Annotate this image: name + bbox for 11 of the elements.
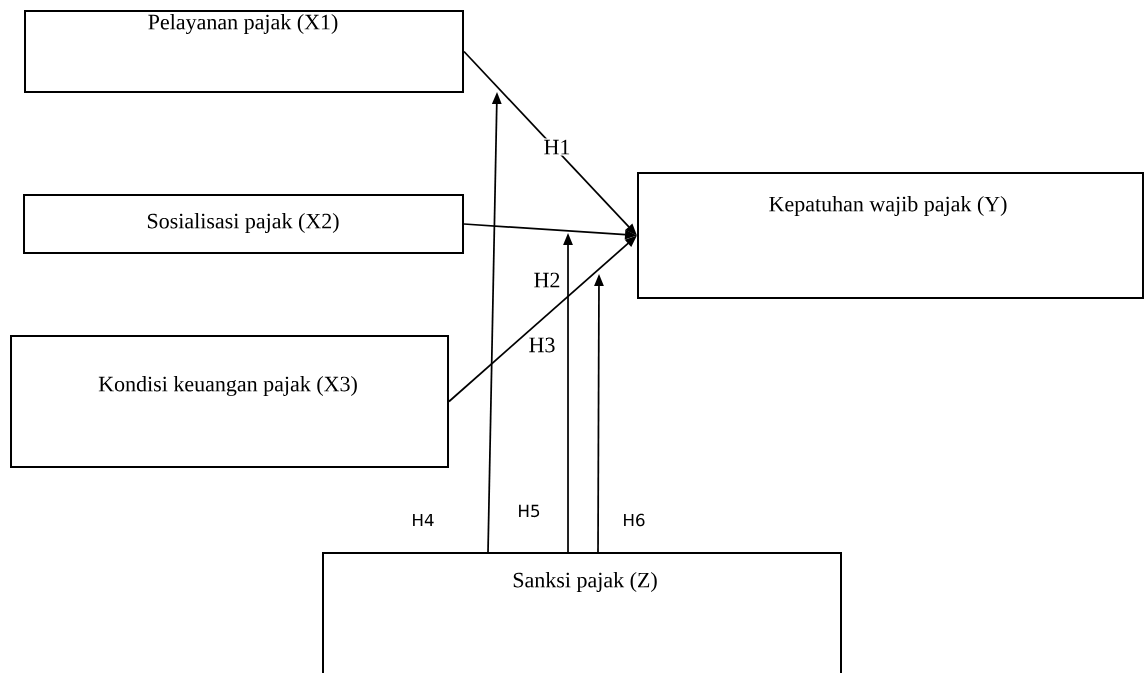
box: Pelayanan pajak (X1) bbox=[24, 10, 464, 93]
box: Kepatuhan wajib pajak (Y) bbox=[637, 172, 1144, 299]
box: Kondisi keuangan pajak (X3) bbox=[10, 335, 449, 468]
box: Sosialisasi pajak (X2) bbox=[23, 194, 464, 254]
hypothesis-label: H5 bbox=[516, 503, 542, 519]
hypothesis-label: H1 bbox=[542, 138, 572, 156]
hypothesis-label: H2 bbox=[532, 271, 562, 289]
box: Sanksi pajak (Z) bbox=[322, 552, 842, 673]
hypothesis-label: H4 bbox=[410, 512, 436, 528]
hypothesis-label: H3 bbox=[527, 336, 557, 354]
hypothesis-label: H6 bbox=[621, 512, 647, 528]
